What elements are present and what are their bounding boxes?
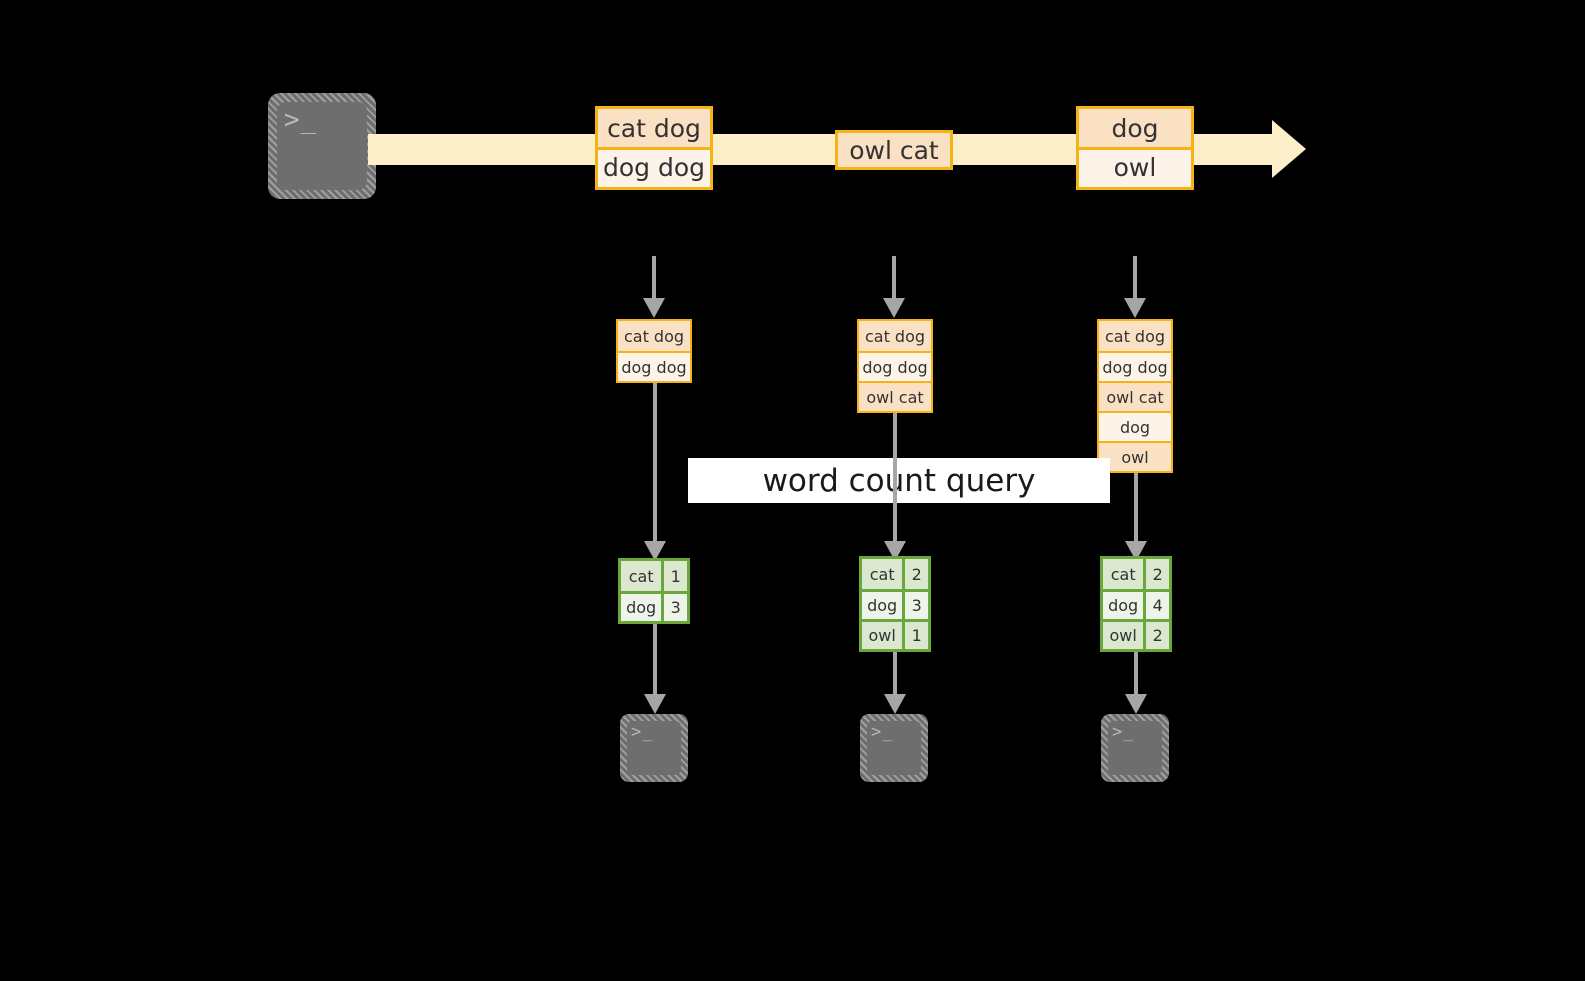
result-word: cat [1103, 559, 1144, 589]
result-table-row: dog 3 [621, 591, 687, 621]
terminal-prompt: >_ [631, 722, 654, 742]
terminal-prompt: >_ [1112, 722, 1135, 742]
result-count: 3 [661, 594, 687, 621]
input-table: cat dog dog dog [616, 319, 692, 383]
result-table-row: cat 2 [1103, 559, 1169, 589]
query-label: word count query [762, 462, 1036, 499]
input-table-row: owl [1099, 441, 1171, 471]
stream-event-line: cat dog [598, 109, 710, 147]
stream-to-table-arrow [1124, 256, 1146, 318]
sink-terminal-icon: >_ [1101, 714, 1169, 782]
input-table-row: cat dog [859, 321, 931, 351]
input-table-row: owl cat [1099, 381, 1171, 411]
result-count: 4 [1143, 592, 1169, 619]
result-word: dog [621, 594, 662, 621]
result-count: 1 [902, 622, 928, 649]
stream-event-line: dog [1079, 109, 1191, 147]
terminal-screen [277, 102, 367, 190]
input-table: cat dog dog dog owl cat dog owl [1097, 319, 1173, 473]
result-word: cat [621, 561, 662, 591]
result-count: 2 [1143, 622, 1169, 649]
input-table-row: cat dog [618, 321, 690, 351]
sink-terminal-icon: >_ [860, 714, 928, 782]
stream-event-line: dog dog [598, 147, 710, 185]
result-count: 3 [902, 592, 928, 619]
stream-event-box: dog owl [1076, 106, 1194, 190]
terminal-screen [627, 721, 681, 775]
query-arrow [884, 413, 906, 561]
result-word: owl [862, 622, 903, 649]
stream-event-line: owl [1079, 147, 1191, 185]
terminal-prompt: >_ [871, 722, 894, 742]
result-table-row: dog 4 [1103, 589, 1169, 619]
input-table-row: dog [1099, 411, 1171, 441]
result-word: cat [862, 559, 903, 589]
result-word: dog [1103, 592, 1144, 619]
result-count: 2 [902, 559, 928, 589]
terminal-prompt: >_ [284, 105, 318, 135]
stream-event-box: owl cat [835, 130, 953, 170]
result-count: 2 [1143, 559, 1169, 589]
stream-event-box: cat dog dog dog [595, 106, 713, 190]
input-table-row: dog dog [1099, 351, 1171, 381]
result-table-row: cat 1 [621, 561, 687, 591]
input-table-row: dog dog [618, 351, 690, 381]
result-count: 1 [661, 561, 687, 591]
stream-to-table-arrow [643, 256, 665, 318]
input-table: cat dog dog dog owl cat [857, 319, 933, 413]
query-label-band: word count query [688, 458, 1110, 503]
result-word: owl [1103, 622, 1144, 649]
source-terminal-icon: >_ [268, 93, 376, 199]
result-to-sink-arrow [884, 652, 906, 714]
result-table-row: owl 2 [1103, 619, 1169, 649]
terminal-screen [1108, 721, 1162, 775]
result-table-row: owl 1 [862, 619, 928, 649]
input-table-row: owl cat [859, 381, 931, 411]
result-word: dog [862, 592, 903, 619]
result-to-sink-arrow [1125, 652, 1147, 714]
query-arrow [644, 383, 666, 561]
result-table: cat 2 dog 3 owl 1 [859, 556, 931, 652]
stream-event-line: owl cat [838, 133, 950, 167]
result-to-sink-arrow [644, 624, 666, 714]
result-table-row: cat 2 [862, 559, 928, 589]
sink-terminal-icon: >_ [620, 714, 688, 782]
terminal-screen [867, 721, 921, 775]
input-table-row: dog dog [859, 351, 931, 381]
stream-to-table-arrow [883, 256, 905, 318]
result-table: cat 2 dog 4 owl 2 [1100, 556, 1172, 652]
result-table-row: dog 3 [862, 589, 928, 619]
result-table: cat 1 dog 3 [618, 558, 690, 624]
query-arrow [1125, 473, 1147, 561]
input-table-row: cat dog [1099, 321, 1171, 351]
stream-arrow-head-icon [1272, 120, 1306, 178]
